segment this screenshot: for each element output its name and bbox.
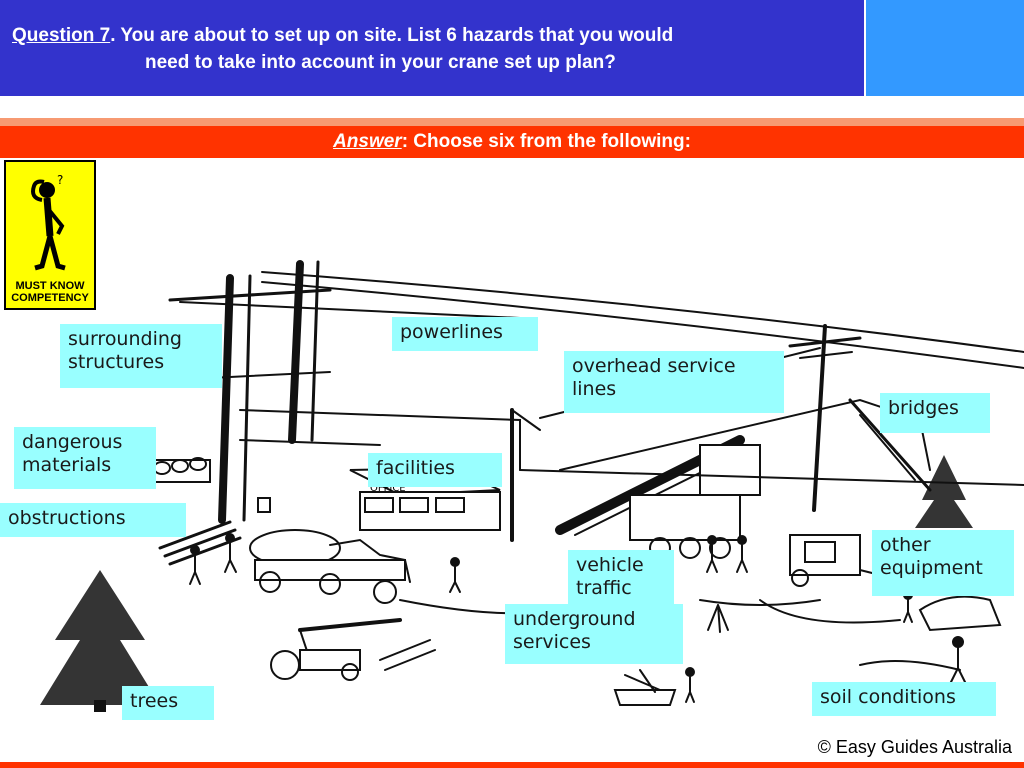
hazard-label-powerlines: powerlines — [392, 317, 538, 351]
hazard-text-line-2: materials — [22, 454, 112, 476]
office-sign-text: OFFICE — [370, 483, 406, 494]
question-line-2: need to take into account in your crane … — [145, 52, 616, 73]
concrete-truck — [249, 529, 411, 604]
question-label: Question 7 — [12, 25, 111, 46]
sign-line-2: COMPETENCY — [11, 292, 89, 304]
hazard-text-line-1: bridges — [888, 397, 959, 419]
answer-banner: Answer: Choose six from the following: — [0, 126, 1024, 158]
hazard-text-line-2: lines — [572, 378, 617, 400]
hazard-label-dangerous-materials: dangerous materials — [14, 427, 156, 489]
hazard-label-underground-services: underground services — [505, 604, 683, 664]
question-text: Question 7. You are about to set up on s… — [12, 22, 862, 76]
hazard-text-line-1: facilities — [376, 457, 455, 479]
building-frame — [168, 260, 521, 524]
copyright-text: © Easy Guides Australia — [817, 737, 1012, 757]
workers — [189, 533, 967, 703]
hazard-label-vehicle-traffic: vehicle traffic — [568, 550, 674, 612]
answer-label: Answer — [333, 131, 402, 152]
hazard-text-line-1: obstructions — [8, 507, 126, 529]
generator — [789, 534, 881, 587]
sign-line-1: MUST KNOW — [15, 280, 85, 292]
must-know-sign: ? MUST KNOW COMPETENCY — [4, 160, 96, 310]
survey-tripod — [707, 604, 729, 633]
hazard-text-line-1: soil conditions — [820, 686, 956, 708]
hazard-text-line-2: equipment — [880, 557, 983, 579]
hazard-text-line-2: services — [513, 631, 591, 653]
sign-text: MUST KNOW COMPETENCY — [6, 280, 94, 304]
divider-bar — [0, 118, 1024, 126]
hazard-label-trees: trees — [122, 686, 214, 720]
hazard-text-line-2: traffic — [576, 577, 632, 599]
hazard-label-facilities: facilities — [368, 453, 502, 487]
hazard-text-line-1: trees — [130, 690, 179, 712]
small-crane — [270, 618, 436, 681]
question-line-1: . You are about to set up on site. List … — [110, 25, 674, 46]
header-side-panel — [866, 0, 1024, 96]
hazard-text-line-1: dangerous — [22, 431, 123, 453]
hazard-label-soil-conditions: soil conditions — [812, 682, 996, 716]
hazard-text-line-1: overhead service — [572, 355, 736, 377]
hazard-label-surrounding-structures: surrounding structures — [60, 324, 222, 388]
construction-site-illustration: OFFICE — [40, 260, 1024, 712]
hazard-label-obstructions: obstructions — [0, 503, 186, 537]
header-banner — [0, 0, 864, 96]
svg-text:?: ? — [57, 173, 63, 187]
hazard-label-other-equipment: other equipment — [872, 530, 1014, 596]
hazard-label-overhead-service-lines: overhead service lines — [564, 351, 784, 413]
pine-tree-left — [40, 570, 160, 712]
drums — [149, 457, 271, 513]
timber-pile — [613, 669, 677, 706]
hazard-text-line-1: vehicle — [576, 554, 644, 576]
answer-text: : Choose six from the following: — [401, 131, 691, 152]
hazard-text-line-1: other — [880, 534, 931, 556]
hazard-text-line-1: underground — [513, 608, 636, 630]
hazard-text-line-2: structures — [68, 351, 165, 373]
thinking-figure-icon: ? — [31, 173, 66, 271]
hazard-label-bridges: bridges — [880, 393, 990, 433]
hazard-text-line-1: powerlines — [400, 321, 503, 343]
mobile-crane — [510, 408, 761, 559]
soil-rubble — [859, 595, 1002, 671]
footer-bar — [0, 762, 1024, 768]
hazard-text-line-1: surrounding — [68, 328, 182, 350]
pine-tree-right — [915, 455, 973, 528]
